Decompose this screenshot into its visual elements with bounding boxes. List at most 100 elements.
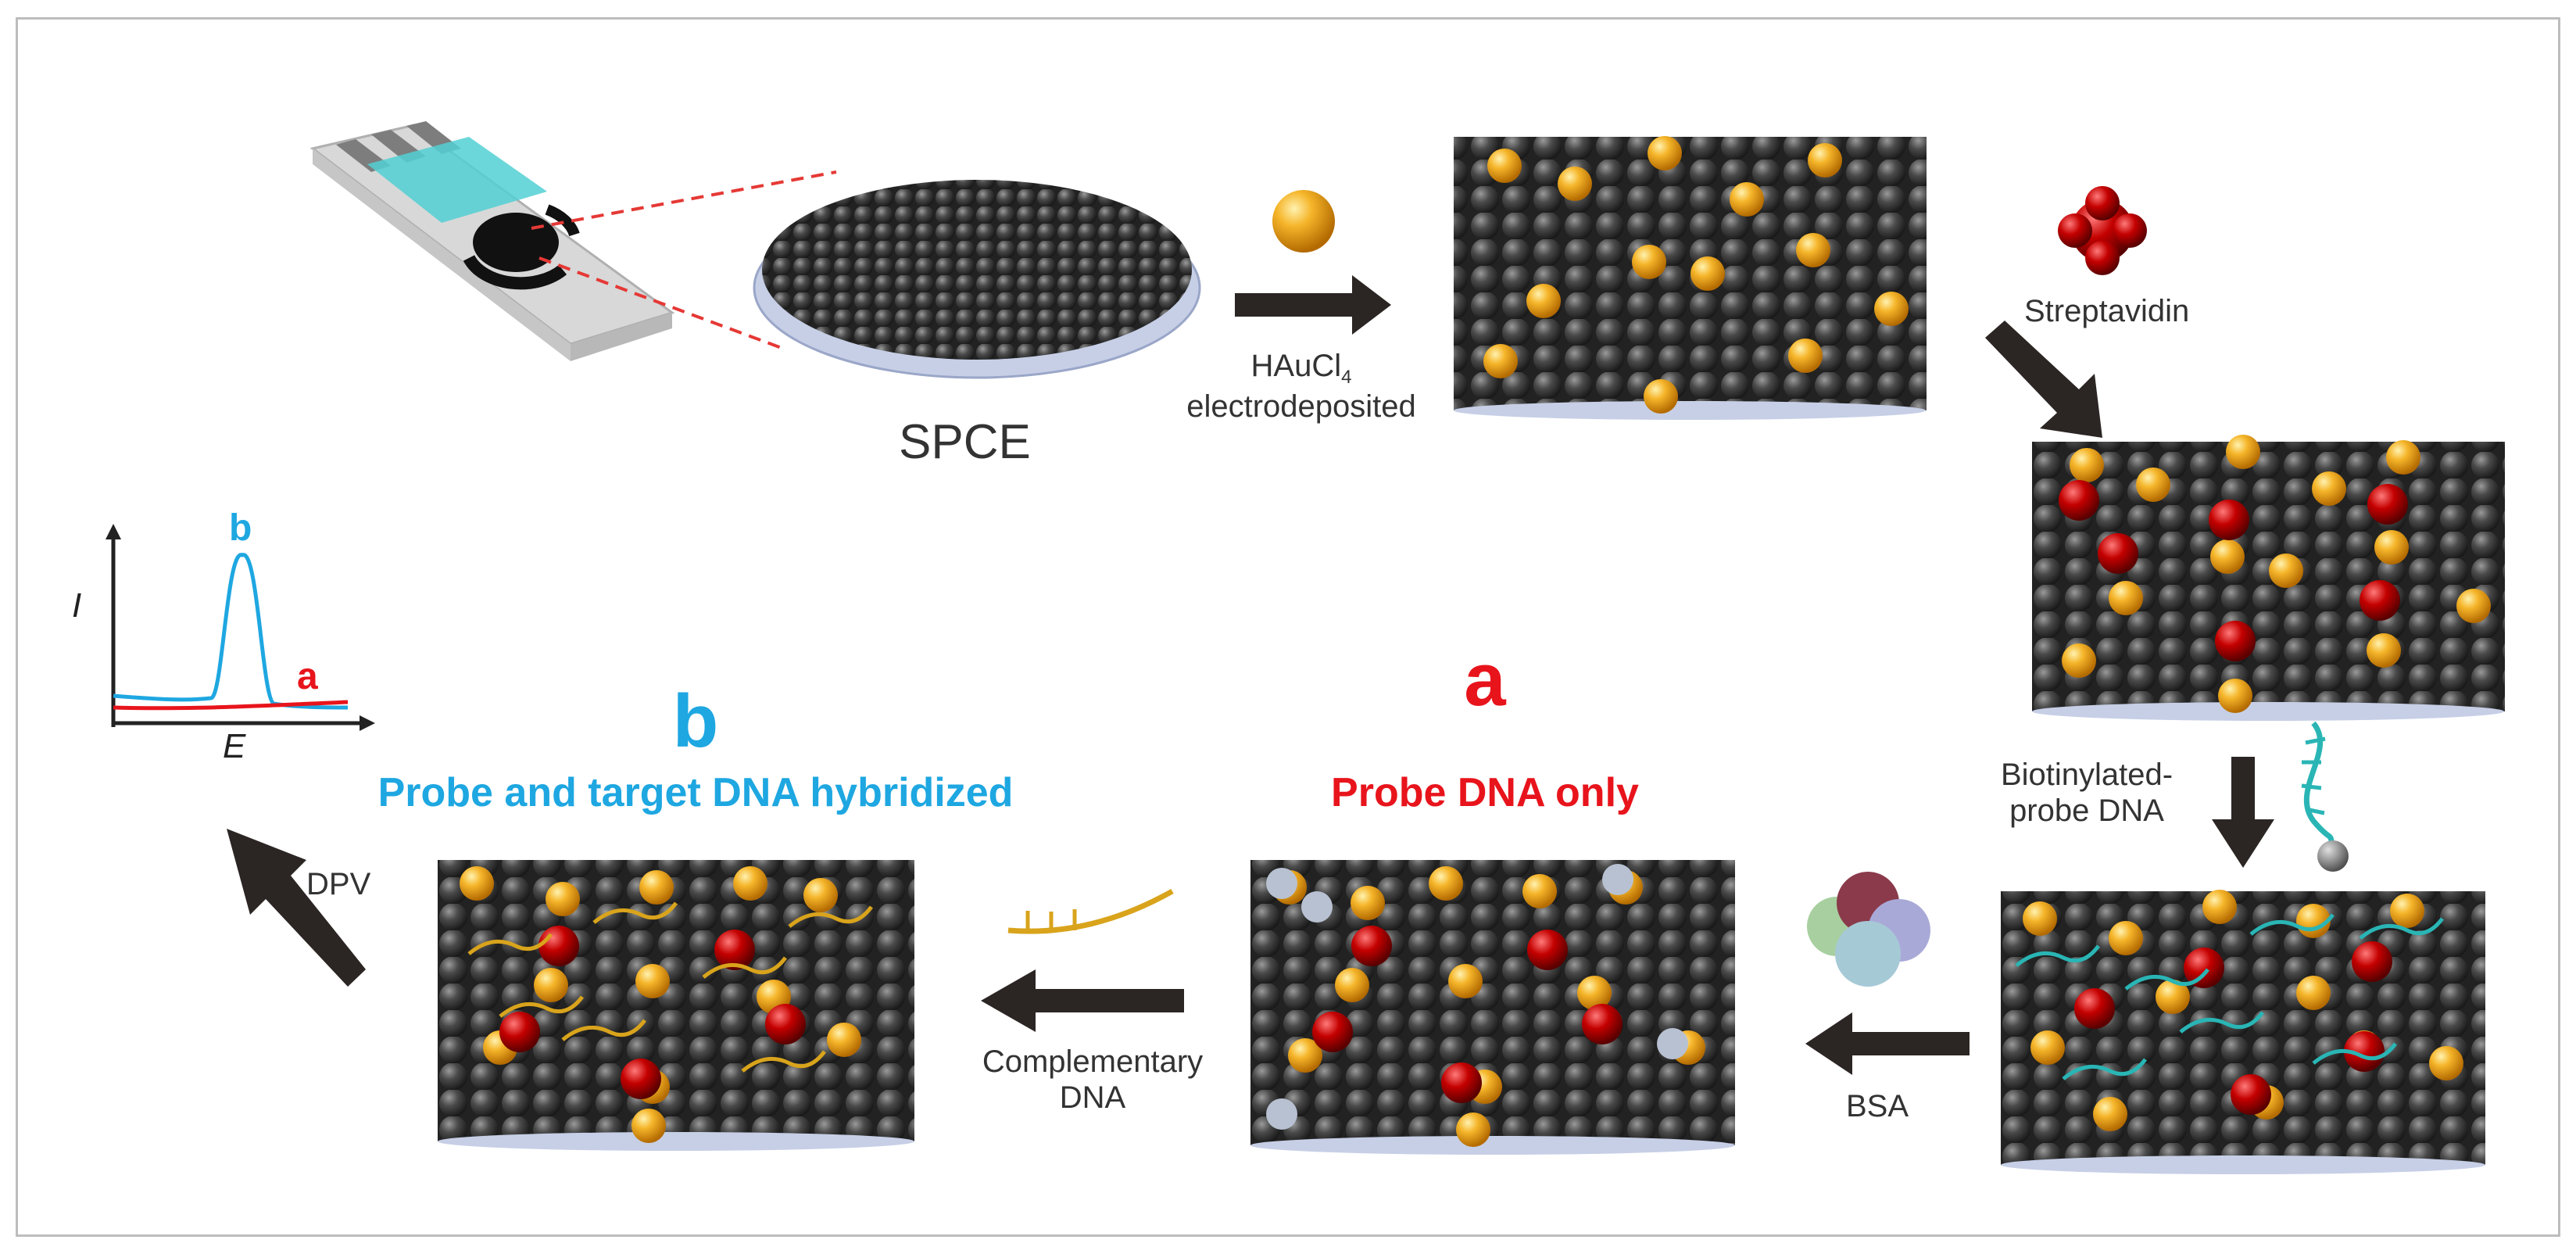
- probe-dna-strand: [2179, 1011, 2265, 1034]
- gold-nanoparticle: [1429, 866, 1463, 901]
- gold-nanoparticle: [1456, 1112, 1490, 1147]
- gold-nanoparticle: [2374, 530, 2409, 564]
- haucl4-subscript: 4: [1341, 367, 1352, 388]
- gold-nanoparticle: [639, 870, 674, 905]
- streptavidin-protein: [2059, 480, 2099, 521]
- gold-nanoparticle: [2202, 890, 2237, 924]
- gold-nanoparticle: [2386, 440, 2420, 475]
- gold-nanoparticle: [1483, 344, 1518, 378]
- gold-nanoparticle: [1448, 964, 1483, 998]
- spce-strip: [309, 121, 675, 361]
- probe-dna-strand: [2249, 913, 2335, 936]
- probe-dna-strand: [2312, 1042, 2398, 1065]
- surface-aunp: [1454, 136, 1927, 420]
- streptavidin-protein: [621, 1059, 661, 1099]
- gold-nanoparticle: [2156, 980, 2190, 1014]
- gold-nanoparticle: [1335, 968, 1369, 1002]
- hybridized-dna-strand: [467, 933, 553, 955]
- surface-probe-dna: [2001, 890, 2485, 1174]
- gold-nanoparticle: [2210, 539, 2245, 574]
- state-a-caption: Probe DNA only: [1331, 770, 1639, 815]
- gold-nanoparticle: [1351, 886, 1385, 920]
- gold-nanoparticle: [1288, 1038, 1322, 1073]
- streptavidin-protein: [2209, 500, 2249, 540]
- streptavidin-protein: [1312, 1012, 1353, 1052]
- curve-a-label: a: [297, 656, 318, 697]
- gold-nanoparticle: [1644, 379, 1678, 414]
- hybridized-dna-strand: [499, 995, 585, 1018]
- gold-nanoparticle: [2218, 679, 2252, 713]
- streptavidin-protein: [2215, 621, 2256, 661]
- gold-nanoparticle: [1690, 256, 1725, 291]
- hybridized-dna-strand: [741, 1050, 827, 1073]
- gold-nanoparticle: [2136, 468, 2170, 502]
- gold-nanoparticle: [2367, 633, 2401, 668]
- haucl4-label: HAuCl4 electrodeposited: [1165, 348, 1438, 425]
- process-arrows: [227, 275, 2274, 1075]
- spce-electrode-disk: [753, 180, 1201, 379]
- surface-probe-only: [1250, 860, 1735, 1155]
- gold-nanoparticle: [1874, 292, 1909, 326]
- surface-streptavidin: [2032, 435, 2505, 721]
- gold-nanoparticle: [2456, 589, 2491, 623]
- curve-b-label: b: [229, 507, 252, 549]
- streptavidin-label: Streptavidin: [2024, 294, 2190, 328]
- streptavidin-icon: [2058, 186, 2147, 275]
- gold-nanoparticle: [2109, 921, 2143, 955]
- gold-nanoparticle: [1730, 182, 1764, 217]
- complementary-dna-label: Complementary DNA: [952, 1044, 1233, 1116]
- gold-nanoparticle: [1522, 874, 1557, 908]
- gold-nanoparticle: [1577, 976, 1612, 1010]
- gold-nanoparticle-icon: [1272, 190, 1335, 253]
- biotinylated-text: Biotinylated-: [2000, 758, 2174, 792]
- x-axis-label: E: [223, 727, 246, 765]
- gold-nanoparticle: [1648, 136, 1682, 170]
- gold-nanoparticle: [2062, 643, 2096, 678]
- gold-nanoparticle: [2296, 976, 2331, 1010]
- probe-dna-strand: [2062, 1058, 2148, 1080]
- streptavidin-protein: [2231, 1074, 2271, 1115]
- gold-nanoparticle: [1632, 245, 1666, 279]
- gold-nanoparticle: [2226, 435, 2260, 469]
- gold-nanoparticle: [1558, 167, 1592, 201]
- y-axis-label: I: [72, 586, 82, 625]
- hybridized-dna-strand: [788, 905, 874, 928]
- arrow-to-streptavidin: [1985, 321, 2102, 438]
- gold-nanoparticle: [1788, 339, 1823, 373]
- streptavidin-protein: [499, 1012, 540, 1052]
- zoom-line-top: [531, 170, 837, 230]
- gold-nanoparticle: [1796, 233, 1830, 267]
- gold-nanoparticle: [2093, 1097, 2127, 1131]
- gold-nanoparticle: [2429, 1046, 2463, 1080]
- gold-nanoparticle: [803, 878, 838, 912]
- gold-nanoparticle: [631, 1109, 666, 1143]
- hybridized-dna-strand: [702, 956, 788, 979]
- state-b-caption: Probe and target DNA hybridized: [377, 770, 1014, 815]
- probe-dna-text: probe DNA: [2009, 794, 2164, 828]
- streptavidin-protein: [1441, 1062, 1482, 1103]
- gold-nanoparticle: [2023, 901, 2057, 936]
- streptavidin-protein: [2352, 941, 2392, 982]
- streptavidin-protein: [2184, 948, 2224, 988]
- gold-nanoparticle: [1487, 149, 1522, 183]
- complementary-text: Complementary: [982, 1044, 1204, 1079]
- probe-dna-icon: [2301, 721, 2349, 872]
- gold-nanoparticle: [1526, 284, 1561, 318]
- streptavidin-protein: [1582, 1004, 1623, 1044]
- surface-hybridized: [438, 860, 914, 1151]
- gold-nanoparticle: [534, 968, 568, 1002]
- hybridized-dna-strand: [592, 901, 678, 924]
- gold-nanoparticle: [546, 882, 580, 916]
- bsa-protein-icon: [1807, 872, 1930, 987]
- dna-text: DNA: [1059, 1080, 1126, 1115]
- gold-nanoparticle: [2269, 554, 2303, 588]
- spce-label: SPCE: [899, 415, 1031, 469]
- probe-dna-strand: [2015, 944, 2101, 967]
- streptavidin-protein: [765, 1004, 806, 1044]
- gold-nanoparticle: [635, 964, 670, 998]
- electrodeposited-text: electrodeposited: [1186, 389, 1416, 424]
- haucl4-text: HAuCl: [1250, 349, 1342, 383]
- bsa-protein: [1602, 864, 1633, 895]
